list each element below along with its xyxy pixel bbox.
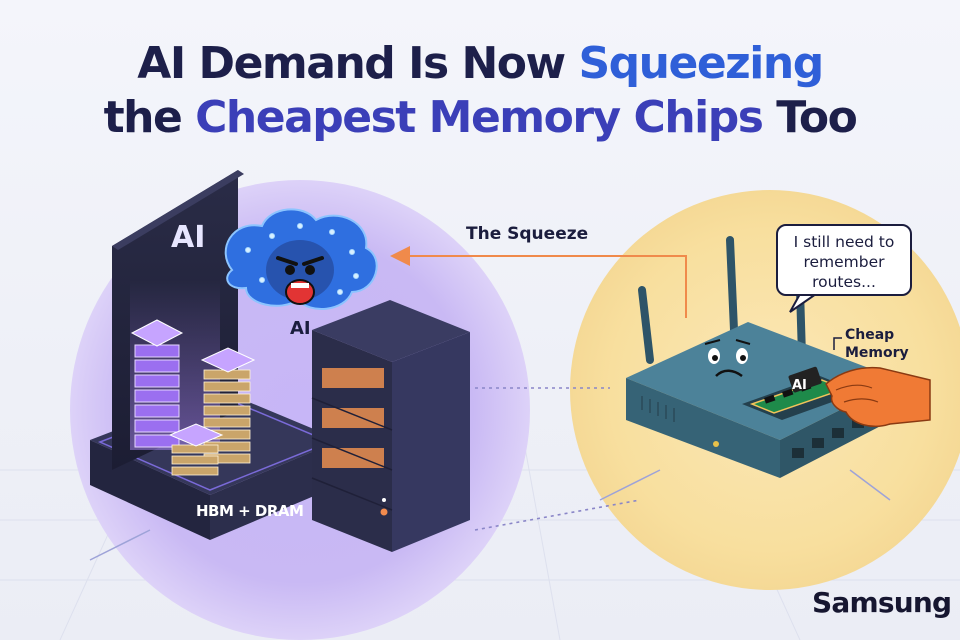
title-line-2-highlight: Cheapest Memory Chips — [195, 92, 764, 143]
title-line-2: the Cheapest Memory Chips Too — [0, 92, 960, 144]
router-worried-face-icon — [704, 339, 751, 378]
angry-ai-brain-icon — [224, 208, 378, 311]
squeeze-label: The Squeeze — [466, 224, 589, 244]
chip-ai-label: AI — [792, 378, 807, 393]
ai-datacenter — [90, 170, 340, 540]
cheap-memory-label: Cheap Memory — [845, 326, 909, 362]
title-line-1-prefix: AI Demand Is Now — [137, 38, 579, 89]
squeeze-arrow — [390, 246, 687, 318]
data-connectors — [474, 387, 641, 531]
brand-logo-text: Samsung — [812, 586, 952, 619]
tower-ai-label: AI — [171, 220, 206, 255]
floor-arrows — [89, 469, 891, 561]
server-rack — [311, 300, 470, 552]
hand-icon — [825, 366, 931, 428]
hbm-dram-label: HBM + DRAM — [196, 502, 304, 520]
cheap-memory-line-2: Memory — [845, 345, 909, 361]
cheap-memory-line-1: Cheap — [845, 327, 895, 343]
title-line-2-suffix: Too — [762, 92, 858, 143]
cheap-memory-pointer — [833, 337, 842, 350]
title-line-1-highlight: Squeezing — [578, 38, 824, 89]
title-line-2-prefix: the — [103, 92, 196, 143]
router-speech-bubble: I still need to remember routes... — [776, 224, 912, 296]
title-line-1: AI Demand Is Now Squeezing — [0, 38, 960, 90]
ai-character-label: AI — [290, 318, 311, 339]
